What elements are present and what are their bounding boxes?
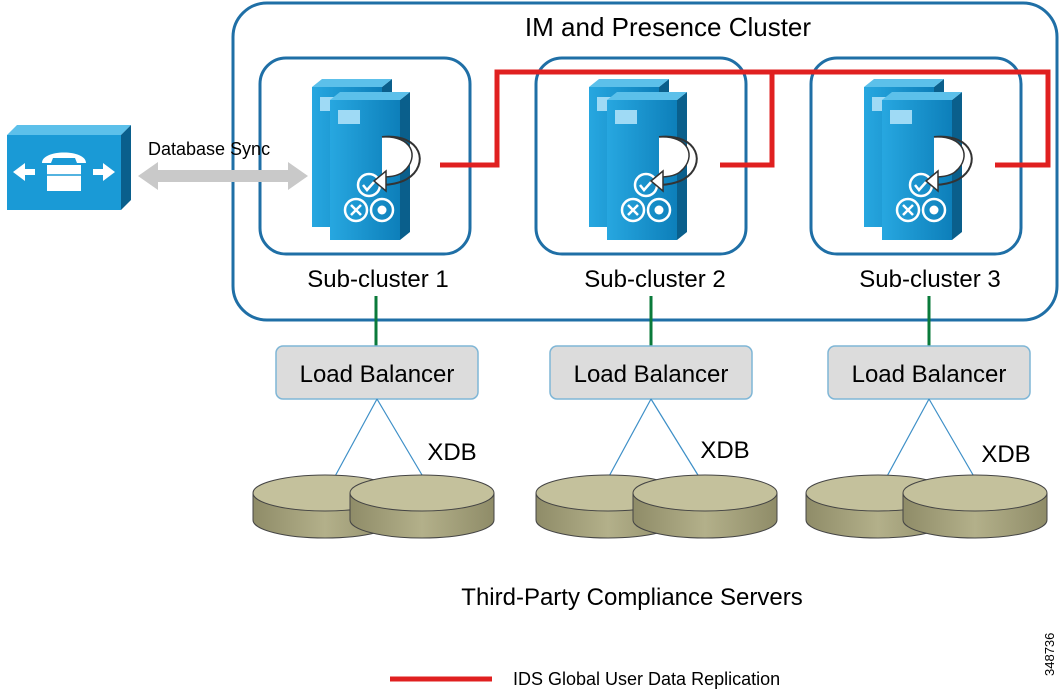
xdb-disks-2	[535, 474, 778, 539]
cluster-box	[231, 1, 1059, 322]
subcluster-box-2	[534, 56, 748, 256]
xdb-links	[332, 398, 977, 481]
server-icon-2	[589, 79, 697, 240]
load-balancer-label-1: Load Balancer	[300, 361, 455, 388]
call-manager-icon	[7, 125, 131, 210]
load-balancer-label-3: Load Balancer	[852, 361, 1007, 388]
servers-caption: Third-Party Compliance Servers	[461, 584, 802, 611]
xdb-label-1: XDB	[427, 439, 476, 466]
database-sync-arrow	[138, 162, 308, 190]
load-balancer-label-2: Load Balancer	[574, 361, 729, 388]
cluster-title: IM and Presence Cluster	[525, 12, 811, 42]
xdb-label-2: XDB	[700, 437, 749, 464]
subcluster-label-2: Sub-cluster 2	[584, 266, 725, 293]
figure-id: 348736	[1042, 633, 1057, 676]
subcluster-box-3	[809, 56, 1023, 256]
server-icon-1	[312, 79, 420, 240]
balancer-links	[374, 296, 931, 346]
subcluster-box-1	[258, 56, 472, 256]
subcluster-label-3: Sub-cluster 3	[859, 266, 1000, 293]
xdb-label-3: XDB	[981, 441, 1030, 468]
subcluster-label-1: Sub-cluster 1	[307, 266, 448, 293]
server-icon-3	[864, 79, 972, 240]
database-sync-label: Database Sync	[148, 139, 270, 159]
xdb-disks-1	[252, 474, 495, 539]
xdb-disks-3	[805, 474, 1048, 539]
legend-replication-label: IDS Global User Data Replication	[513, 669, 780, 689]
replication-lines	[440, 69, 1051, 168]
